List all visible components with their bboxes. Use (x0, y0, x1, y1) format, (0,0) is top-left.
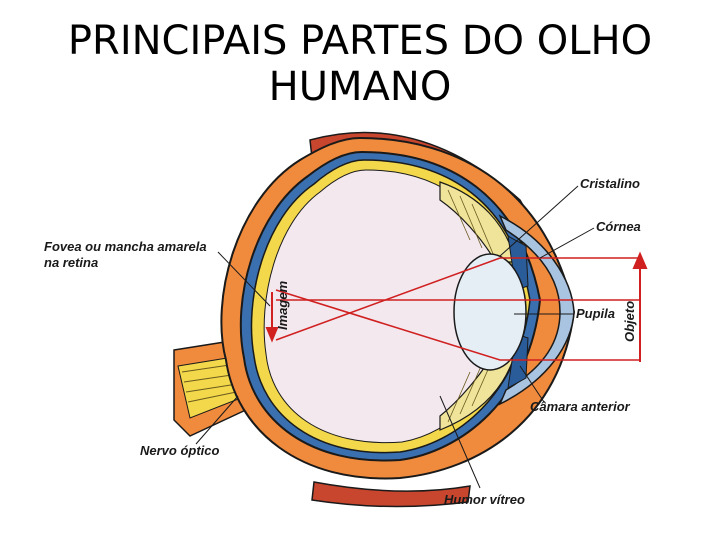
label-imagem: Imagem (275, 280, 290, 330)
label-camara-anterior: Câmara anterior (530, 399, 631, 414)
title-line-1: PRINCIPAIS PARTES DO OLHO (67, 18, 653, 64)
label-objeto: Objeto (622, 301, 637, 342)
light-rays (275, 257, 640, 361)
title-line-2: HUMANO (268, 64, 452, 110)
object-arrow (632, 251, 648, 362)
label-pupila: Pupila (576, 306, 615, 321)
image-arrow (265, 292, 279, 343)
ciliary-hatching (447, 189, 495, 423)
label-fovea-line2: na retina (44, 255, 98, 270)
label-fovea-line1: Fovea ou mancha amarela (44, 239, 207, 254)
lens-cristalino (453, 253, 527, 371)
leader-lines (195, 185, 595, 489)
label-humor-vitreo: Humor vítreo (444, 492, 525, 507)
cornea (498, 214, 575, 406)
lower-eye-muscle (311, 481, 471, 508)
label-cristalino: Cristalino (580, 176, 640, 191)
label-cornea: Córnea (596, 219, 641, 234)
slide-title: PRINCIPAIS PARTES DO OLHO HUMANO (0, 18, 720, 110)
label-nervo-optico: Nervo óptico (140, 443, 220, 458)
